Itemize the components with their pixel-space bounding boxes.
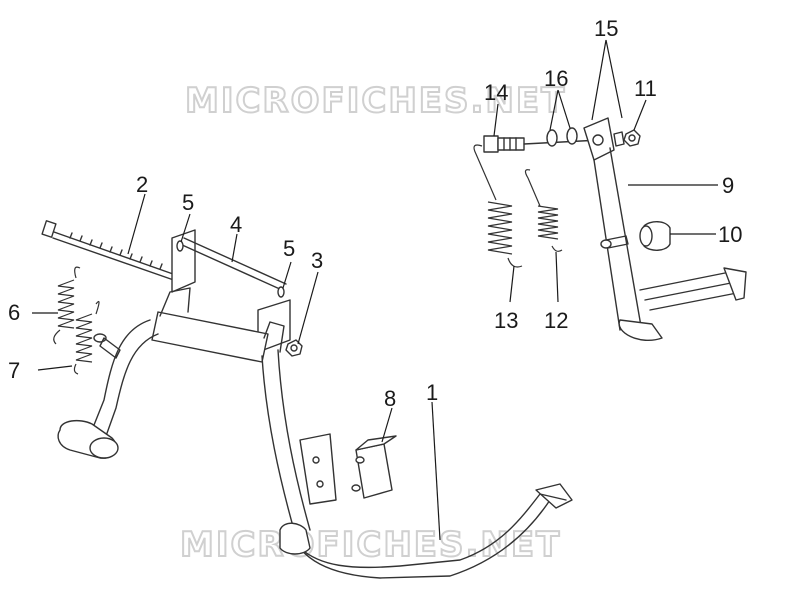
callout-5-left: 5 (182, 190, 194, 215)
part-rubber-10 (639, 221, 671, 251)
center-stand-assembly (41, 220, 573, 579)
callout-2: 2 (136, 172, 148, 197)
part-spring-13 (473, 144, 523, 268)
part-spring-7 (73, 301, 100, 375)
part-rubber-stop (351, 435, 397, 499)
callout-1: 1 (426, 380, 438, 405)
part-nut (285, 339, 303, 357)
part-washer-16b (566, 127, 578, 145)
callout-8: 8 (384, 386, 396, 411)
part-washer-16a (546, 129, 558, 147)
callout-10: 10 (718, 222, 742, 247)
callout-15: 15 (594, 16, 618, 41)
part-side-stand (583, 117, 747, 342)
callout-14: 14 (484, 80, 508, 105)
leader-lines (32, 39, 718, 541)
callout-3: 3 (311, 248, 323, 273)
part-pin (93, 333, 121, 359)
callout-5-right: 5 (283, 236, 295, 261)
callout-7: 7 (8, 358, 20, 383)
callout-labels: 2 5 4 5 3 6 7 8 1 9 10 11 12 13 14 15 16 (8, 16, 742, 411)
callout-4: 4 (230, 212, 242, 237)
part-spring-6 (53, 266, 81, 345)
callout-9: 9 (722, 173, 734, 198)
watermark-top: MICROFICHES.NET (185, 81, 566, 121)
part-nut-11 (613, 129, 641, 147)
side-stand-assembly (473, 117, 747, 342)
callout-12: 12 (544, 308, 568, 333)
callout-13: 13 (494, 308, 518, 333)
part-bolt-long (41, 220, 191, 286)
part-spring-12 (524, 169, 563, 252)
part-main-stand (57, 287, 573, 579)
watermark-bottom: MICROFICHES.NET (180, 525, 561, 565)
callout-6: 6 (8, 300, 20, 325)
callout-16: 16 (544, 66, 568, 91)
part-pivot-bolt (483, 135, 601, 153)
callout-11: 11 (634, 76, 657, 101)
